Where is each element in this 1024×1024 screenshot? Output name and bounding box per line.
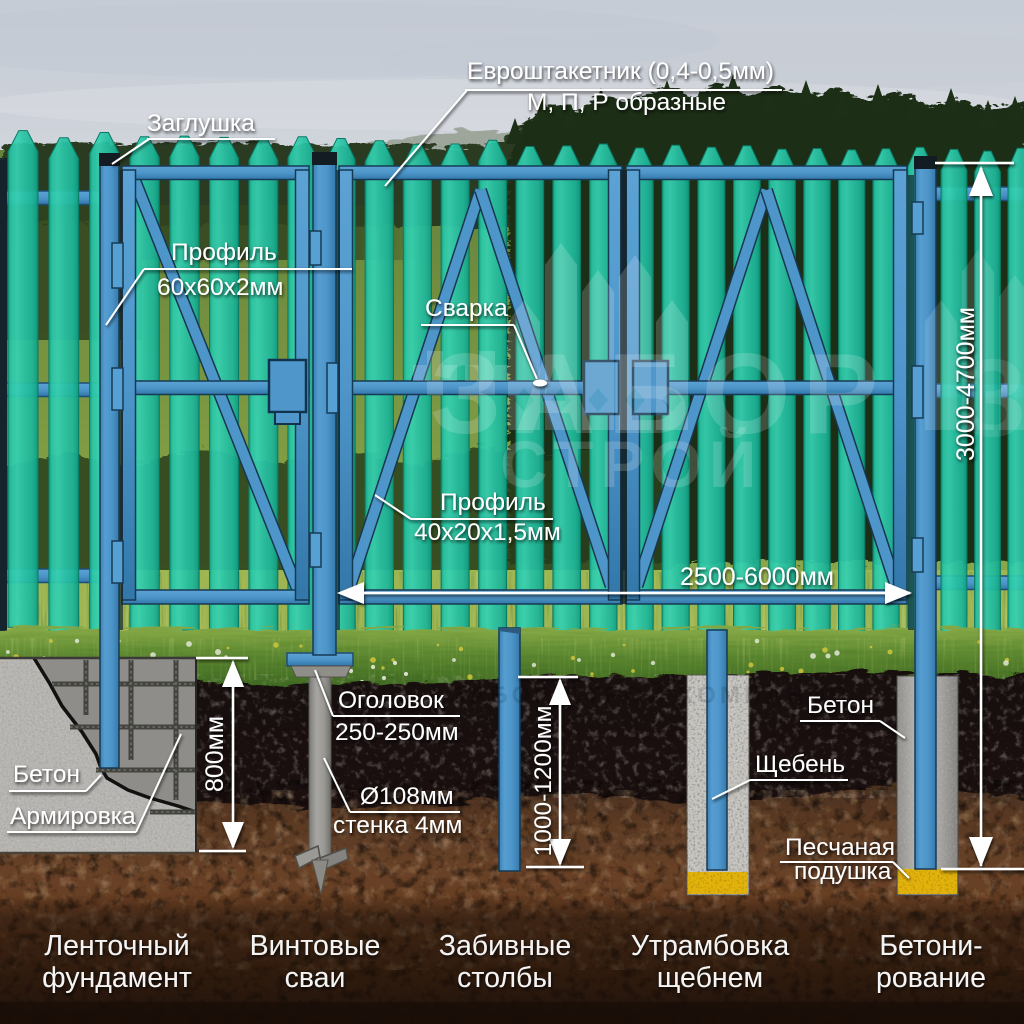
svg-text:Утрамбовка: Утрамбовка <box>631 930 790 962</box>
svg-text:Сварка: Сварка <box>425 295 508 322</box>
svg-text:60х60х2мм: 60х60х2мм <box>157 274 283 301</box>
svg-text:ЗАБОР: ЗАБОР <box>430 331 890 458</box>
svg-text:М, П, Р образные: М, П, Р образные <box>527 89 726 116</box>
svg-text:Евроштакетник (0,4-0,5мм): Евроштакетник (0,4-0,5мм) <box>467 58 774 85</box>
svg-text:2500-6000мм: 2500-6000мм <box>680 563 834 591</box>
svg-text:40х20х1,5мм: 40х20х1,5мм <box>414 519 561 546</box>
svg-text:3000-4700мм: 3000-4700мм <box>952 307 980 461</box>
svg-text:столбы: столбы <box>457 962 553 994</box>
svg-text:Ø108мм: Ø108мм <box>360 783 454 810</box>
svg-text:Забивные: Забивные <box>439 930 572 962</box>
svg-text:сваи: сваи <box>285 962 346 994</box>
svg-text:СТРОЙ: СТРОЙ <box>500 426 763 501</box>
svg-text:Песчаная: Песчаная <box>785 834 895 861</box>
svg-text:Профиль: Профиль <box>440 489 546 516</box>
svg-text:250-250мм: 250-250мм <box>335 719 459 746</box>
svg-text:Бетони-: Бетони- <box>879 930 982 962</box>
svg-text:щебнем: щебнем <box>657 962 763 994</box>
svg-text:фундамент: фундамент <box>42 962 192 994</box>
svg-text:Армировка: Армировка <box>10 803 136 830</box>
svg-text:рование: рование <box>876 962 986 994</box>
svg-text:Щебень: Щебень <box>755 751 845 778</box>
svg-text:Заглушка: Заглушка <box>147 110 255 137</box>
svg-text:ЗАБОР СТРОЙ КОМПАНИЯ: ЗАБОР СТРОЙ КОМПАНИЯ <box>450 681 850 709</box>
svg-text:стенка 4мм: стенка 4мм <box>333 812 462 839</box>
svg-text:Бетон: Бетон <box>13 761 80 788</box>
svg-text:1000-1200мм: 1000-1200мм <box>530 706 557 857</box>
svg-text:Винтовые: Винтовые <box>250 930 381 962</box>
svg-text:Ленточный: Ленточный <box>44 930 189 962</box>
svg-text:Оголовок: Оголовок <box>338 687 444 714</box>
svg-text:Профиль: Профиль <box>171 239 277 266</box>
svg-text:ЗА: ЗА <box>958 337 1024 460</box>
svg-text:Бетон: Бетон <box>807 692 874 719</box>
svg-text:800мм: 800мм <box>201 716 229 792</box>
